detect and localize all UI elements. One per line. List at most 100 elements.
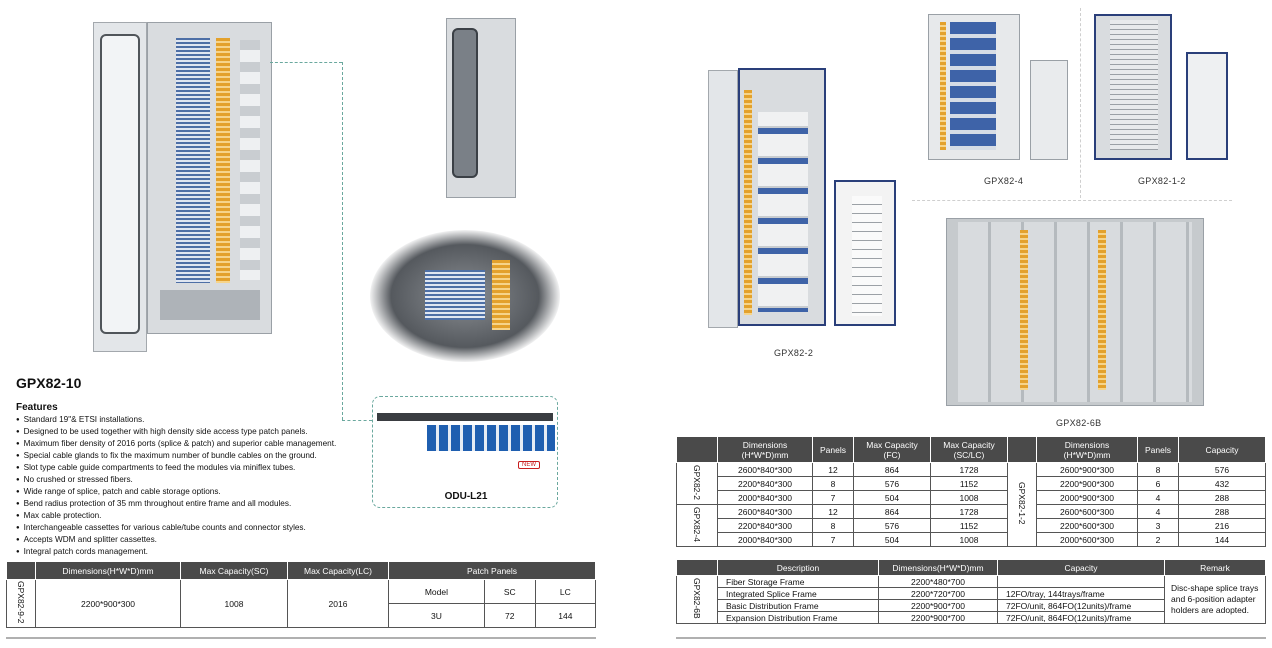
cell: 7 bbox=[812, 532, 854, 547]
col-header: Capacity bbox=[997, 559, 1165, 576]
cell: 2600*840*300 bbox=[717, 462, 813, 477]
cell: 144 bbox=[534, 603, 597, 628]
cell: 1008 bbox=[180, 579, 288, 628]
cell: Expansion Distribution Frame bbox=[717, 611, 879, 624]
cell: 72 bbox=[483, 603, 536, 628]
corner-cell bbox=[1007, 436, 1037, 463]
row-group-label: GPX82-6B bbox=[676, 575, 718, 624]
col-header: Dimensions(H*W*D)mm bbox=[878, 559, 998, 576]
model-title: GPX82-10 bbox=[16, 375, 82, 391]
cell: 864 bbox=[853, 504, 931, 519]
cell: 288 bbox=[1178, 490, 1266, 505]
cell: 12 bbox=[812, 462, 854, 477]
cell: 576 bbox=[1178, 462, 1266, 477]
cell: 576 bbox=[853, 476, 931, 491]
cell: 2600*900*300 bbox=[1036, 462, 1138, 477]
col-header: Dimensions (H*W*D)mm bbox=[1036, 436, 1138, 463]
bottom-rule bbox=[6, 637, 596, 639]
cell: 576 bbox=[853, 518, 931, 533]
cell: 216 bbox=[1178, 518, 1266, 533]
cell: 2200*900*700 bbox=[878, 611, 998, 624]
cell: 2000*840*300 bbox=[717, 490, 813, 505]
gpx82-9-2-table: Dimensions(H*W*D)mm Max Capacity(SC) Max… bbox=[6, 561, 597, 628]
row-group-label: GPX82-1-2 bbox=[1007, 462, 1037, 547]
cell: 1728 bbox=[930, 462, 1008, 477]
cell: 2016 bbox=[287, 579, 389, 628]
caption-gpx82-6b: GPX82-6B bbox=[1056, 418, 1102, 428]
feature-item: Slot type cable guide compartments to fe… bbox=[16, 462, 376, 474]
cell: 1152 bbox=[930, 518, 1008, 533]
sub-header: LC bbox=[534, 579, 597, 604]
cell: 8 bbox=[1137, 462, 1179, 477]
feature-item: Bend radius protection of 35 mm througho… bbox=[16, 498, 376, 510]
cell: 144 bbox=[1178, 532, 1266, 547]
feature-item: Standard 19"& ETSI installations. bbox=[16, 414, 376, 426]
cell: 2200*600*300 bbox=[1036, 518, 1138, 533]
col-header: Patch Panels bbox=[388, 561, 596, 580]
cell: 2200*480*700 bbox=[878, 575, 998, 588]
sub-header: Model bbox=[388, 579, 485, 604]
cell: 8 bbox=[812, 476, 854, 491]
cell: Basic Distribution Frame bbox=[717, 599, 879, 612]
cell: 8 bbox=[812, 518, 854, 533]
cell: 2000*840*300 bbox=[717, 532, 813, 547]
col-header: Panels bbox=[1137, 436, 1179, 463]
remark-cell: Disc-shape splice trays and 6-position a… bbox=[1164, 575, 1266, 624]
col-header: Dimensions(H*W*D)mm bbox=[35, 561, 181, 580]
row-group-label: GPX82-2 bbox=[676, 462, 718, 505]
cell: 1152 bbox=[930, 476, 1008, 491]
col-header: Max Capacity (SC/LC) bbox=[930, 436, 1008, 463]
feature-item: Special cable glands to fix the maximum … bbox=[16, 450, 376, 462]
feature-item: Accepts WDM and splitter cassettes. bbox=[16, 534, 376, 546]
cell: 2200*900*300 bbox=[35, 579, 181, 628]
odu-panel-image bbox=[377, 413, 555, 457]
cell: 1008 bbox=[930, 532, 1008, 547]
connector-line bbox=[342, 62, 343, 420]
features-list: Standard 19"& ETSI installations.Designe… bbox=[16, 414, 376, 558]
col-header: Remark bbox=[1164, 559, 1266, 576]
new-badge: NEW bbox=[518, 461, 540, 469]
col-header: Panels bbox=[812, 436, 854, 463]
col-header: Description bbox=[717, 559, 879, 576]
cell: 3 bbox=[1137, 518, 1179, 533]
cell: 432 bbox=[1178, 476, 1266, 491]
corner-cell bbox=[6, 561, 36, 580]
col-header: Max Capacity (FC) bbox=[853, 436, 931, 463]
cell: 2200*840*300 bbox=[717, 476, 813, 491]
cell: 1008 bbox=[930, 490, 1008, 505]
cell: 288 bbox=[1178, 504, 1266, 519]
corner-cell bbox=[676, 436, 718, 463]
cell: 72FO/unit, 864FO(12units)/frame bbox=[997, 599, 1165, 612]
odu-label: ODU-L21 bbox=[444, 491, 488, 502]
cell: 2200*840*300 bbox=[717, 518, 813, 533]
feature-item: Maximum fiber density of 2016 ports (spl… bbox=[16, 438, 376, 450]
feature-item: Max cable protection. bbox=[16, 510, 376, 522]
feature-item: Wide range of splice, patch and cable st… bbox=[16, 486, 376, 498]
cell: 7 bbox=[812, 490, 854, 505]
cell bbox=[997, 575, 1165, 588]
row-group-label: GPX82-9-2 bbox=[6, 579, 36, 628]
cell: 504 bbox=[853, 490, 931, 505]
caption-gpx82-2: GPX82-2 bbox=[774, 348, 814, 358]
cell: 2200*900*300 bbox=[1036, 476, 1138, 491]
col-header: Max Capacity(LC) bbox=[287, 561, 389, 580]
cell: 1728 bbox=[930, 504, 1008, 519]
cell: 2000*900*300 bbox=[1036, 490, 1138, 505]
cell: 2200*720*700 bbox=[878, 587, 998, 600]
sub-header: SC bbox=[483, 579, 536, 604]
cell: 2000*600*300 bbox=[1036, 532, 1138, 547]
corner-cell bbox=[676, 559, 718, 576]
bottom-rule bbox=[676, 637, 1266, 639]
cell: 12 bbox=[812, 504, 854, 519]
cell: 6 bbox=[1137, 476, 1179, 491]
connector-line bbox=[270, 62, 342, 63]
cell: 4 bbox=[1137, 504, 1179, 519]
row-group-label: GPX82-4 bbox=[676, 504, 718, 547]
col-header: Capacity bbox=[1178, 436, 1266, 463]
cell: 2200*900*700 bbox=[878, 599, 998, 612]
detail-photo bbox=[370, 230, 560, 362]
cell: 2600*840*300 bbox=[717, 504, 813, 519]
col-header: Dimensions (H*W*D)mm bbox=[717, 436, 813, 463]
